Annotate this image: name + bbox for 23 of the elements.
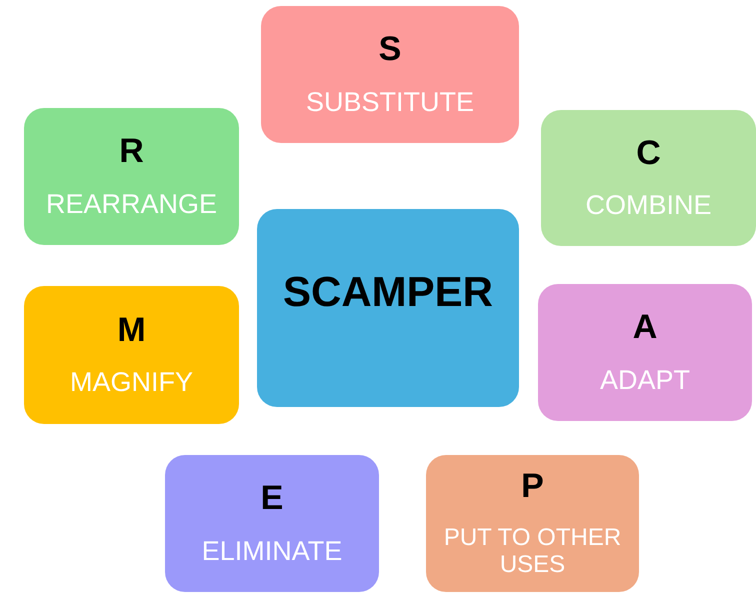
category-box (261, 6, 519, 143)
category-label: SUBSTITUTE (306, 86, 474, 118)
category-box (165, 455, 379, 592)
category-label: ELIMINATE (202, 536, 342, 567)
initial-letter: A (632, 309, 658, 347)
category-box (24, 286, 239, 424)
initial-letter: C (636, 134, 661, 172)
category-label: REARRANGE (46, 188, 218, 220)
category-label: PUT TO OTHER USES (442, 524, 622, 579)
initial-letter: R (119, 133, 144, 171)
category-label: COMBINE (585, 190, 712, 222)
center-box (257, 209, 519, 407)
category-label: MAGNIFY (70, 367, 193, 398)
category-label: ADAPT (600, 364, 690, 396)
category-box (24, 108, 239, 245)
initial-letter: M (117, 312, 146, 350)
title-text: SCAMPER (282, 268, 494, 316)
category-box (541, 110, 756, 246)
initial-letter: E (260, 480, 284, 518)
initial-letter: P (521, 468, 544, 506)
category-box (538, 284, 752, 421)
category-box (426, 455, 639, 592)
initial-letter: S (378, 31, 402, 69)
